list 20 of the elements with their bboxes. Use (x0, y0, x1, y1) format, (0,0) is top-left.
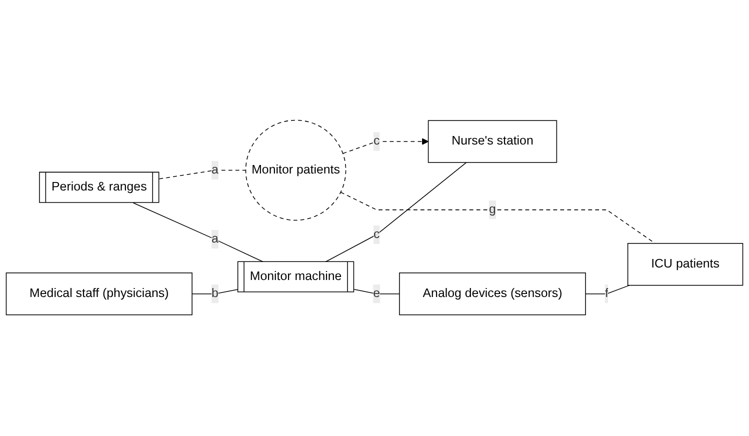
arrow (342, 138, 429, 154)
node-box: ICU patients (627, 243, 744, 286)
connector (324, 162, 467, 263)
edge-label: e (373, 287, 380, 301)
edge-label: c (373, 228, 380, 242)
connector (354, 290, 400, 295)
edge-label: f (604, 287, 608, 301)
edge-label: b (211, 287, 218, 301)
node-box: Medical staff (physicians) (6, 272, 192, 316)
connector (192, 290, 239, 295)
node-box: Analog devices (sensors) (399, 272, 586, 316)
edge-label: a (211, 232, 218, 246)
node-box: Nurse's station (428, 120, 558, 164)
node-circle: Monitor patients (245, 120, 346, 222)
connector (585, 285, 630, 295)
edge-label: g (489, 203, 496, 216)
connector (158, 170, 246, 180)
edge-label: c (373, 135, 380, 148)
connector (132, 202, 264, 263)
edge-label: a (211, 164, 218, 177)
